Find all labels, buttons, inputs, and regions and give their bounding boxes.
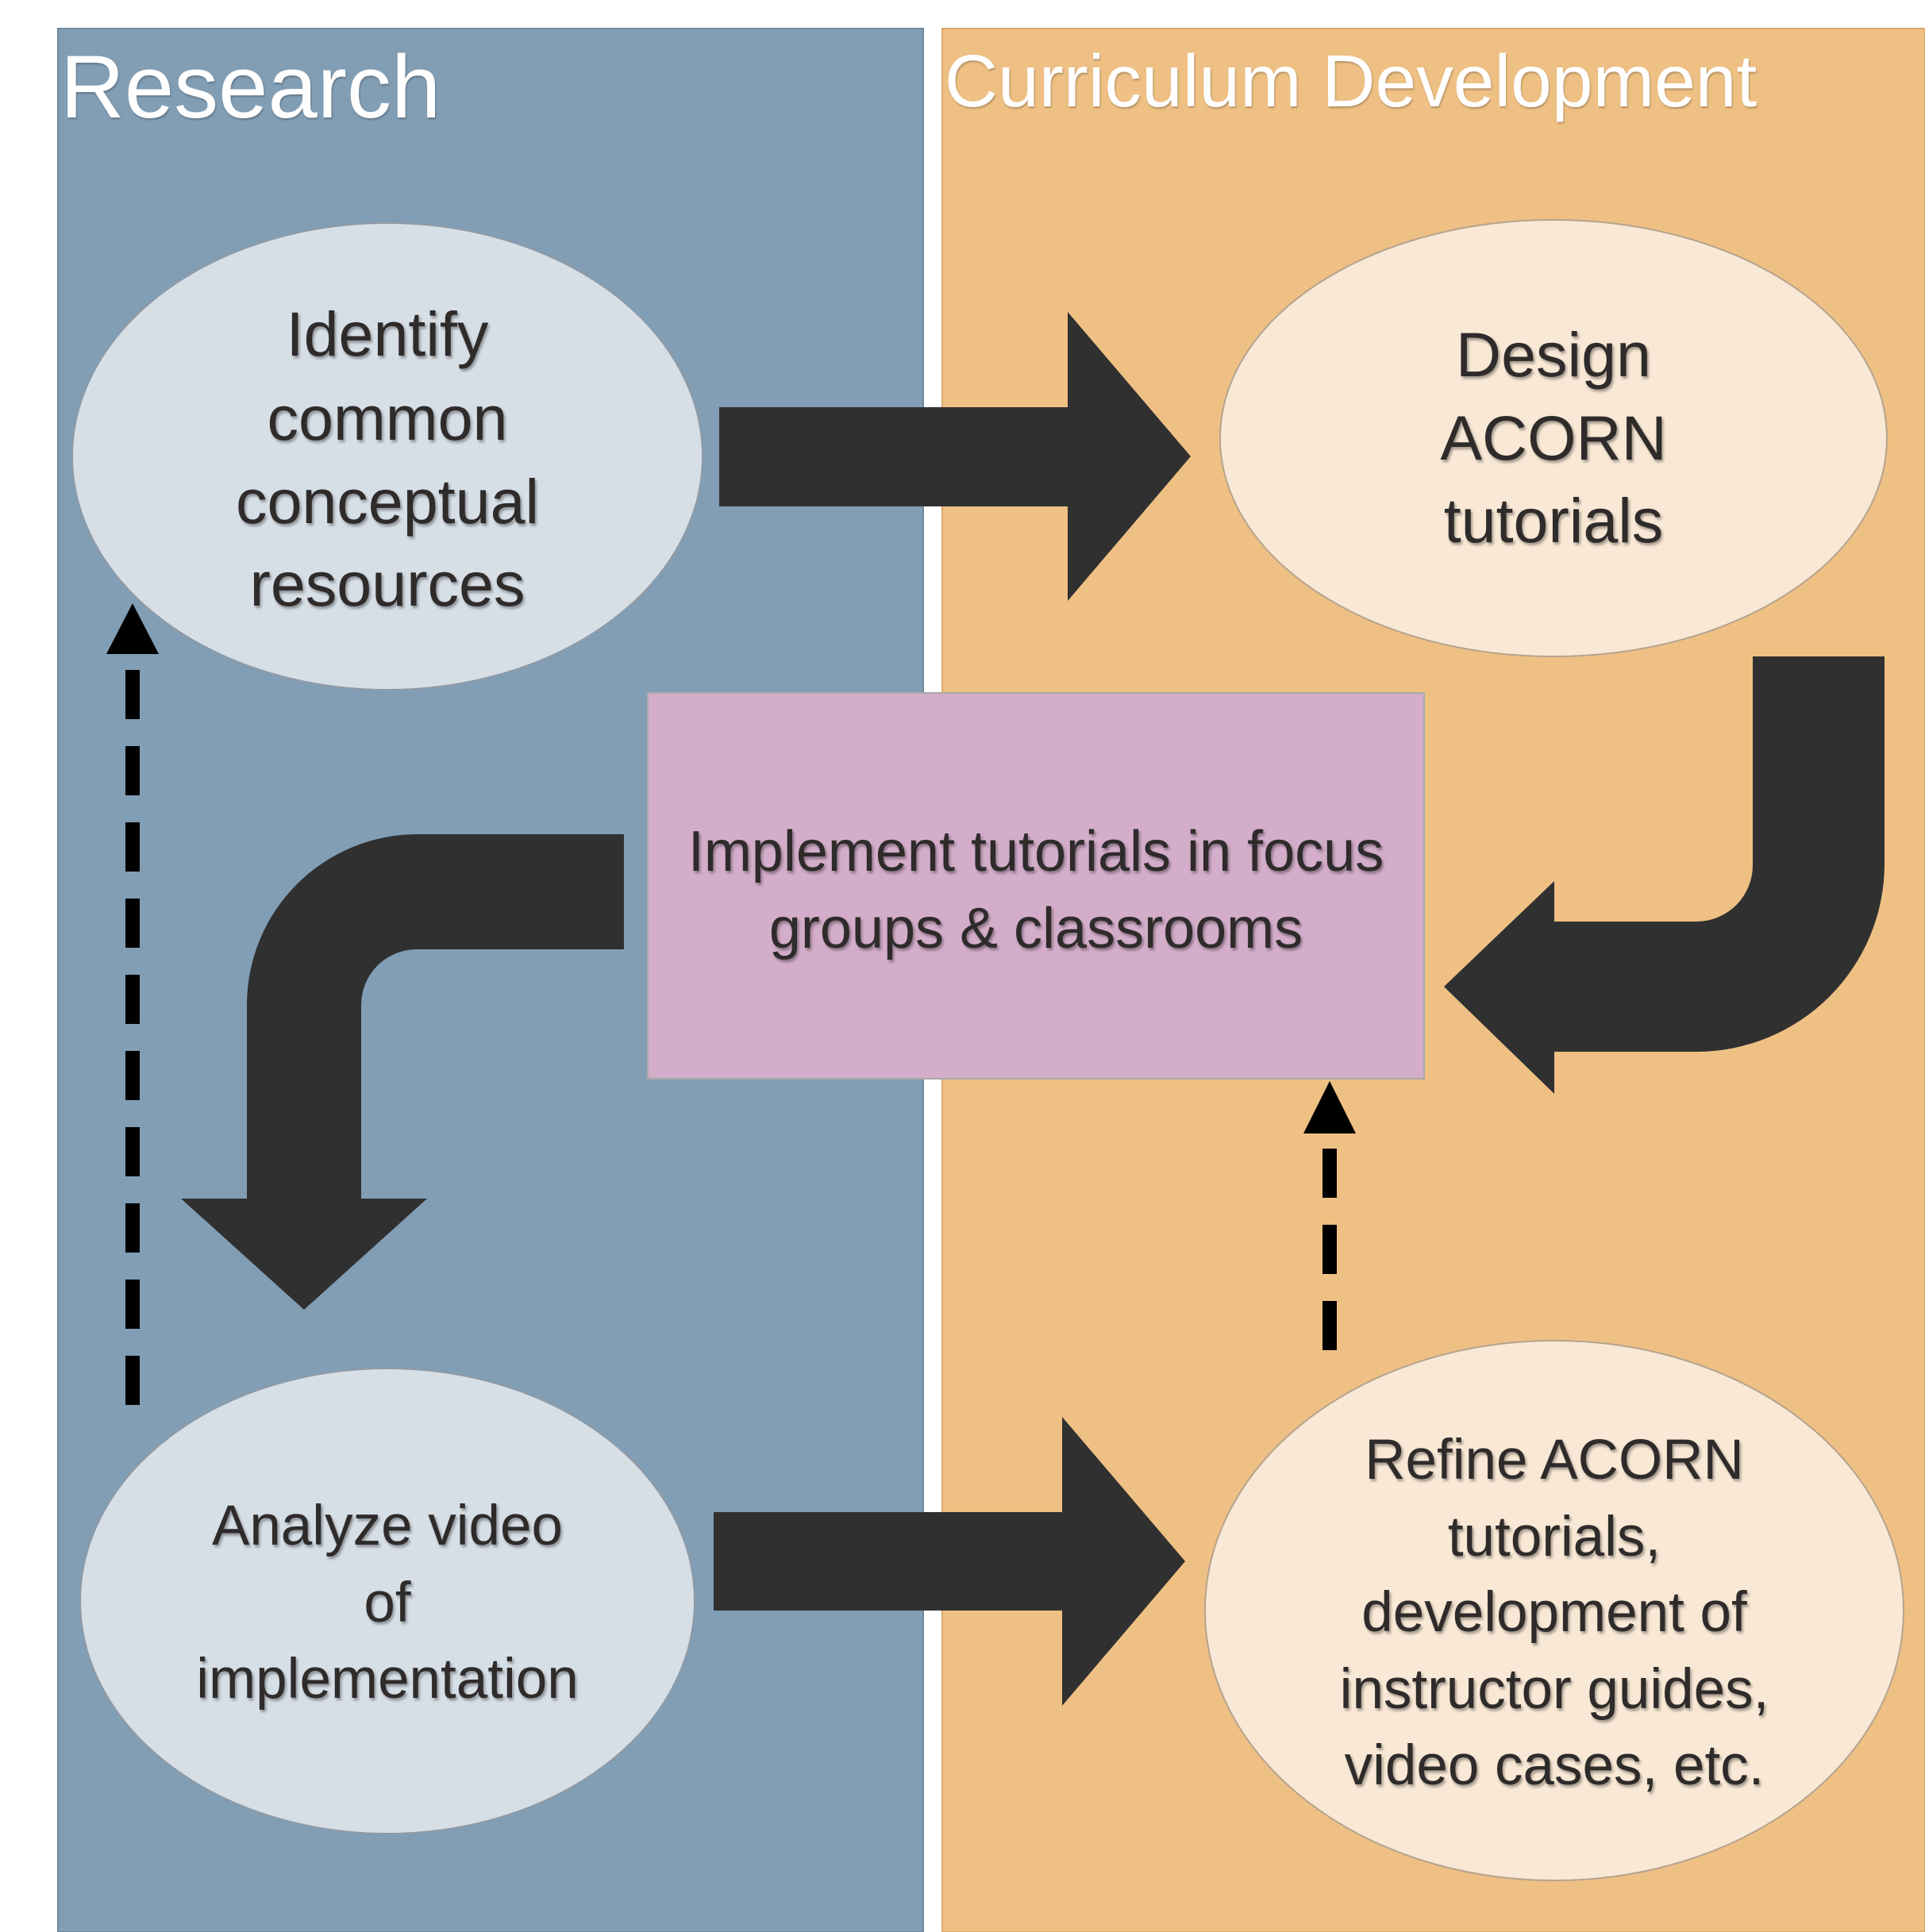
identify-label-line: common [268, 383, 508, 453]
dashed-arrow-refine-to-implement-head [1303, 1081, 1356, 1133]
arrow-implement-to-analyze [181, 834, 624, 1310]
analyze-label: Analyze video of implementation [196, 1495, 578, 1711]
implement-box [647, 692, 1425, 1080]
refine-label-line: instructor guides, [1340, 1658, 1769, 1721]
analyze-label-line: Analyze video [212, 1495, 563, 1557]
refine-label-line: video cases, etc. [1345, 1734, 1765, 1797]
analyze-label-line: of [364, 1572, 410, 1634]
design-ellipse [1219, 219, 1888, 657]
refine-label: Refine ACORN tutorials, development of i… [1340, 1429, 1769, 1797]
arrow-analyze-to-refine [714, 1417, 1185, 1706]
identify-label-line: Identify [287, 298, 489, 369]
identify-ellipse [71, 222, 703, 691]
refine-ellipse [1204, 1340, 1904, 1881]
arrow-identify-to-design [719, 312, 1191, 601]
implement-label-line: Implement tutorials in focus [688, 820, 1384, 883]
implement-label: Implement tutorials in focus groups & cl… [688, 820, 1384, 960]
analyze-ellipse [79, 1368, 695, 1834]
identify-label-line: resources [250, 548, 526, 619]
analyze-label-line: implementation [196, 1648, 578, 1711]
design-label-line: ACORN [1440, 402, 1666, 473]
research-lane-title: Research [60, 37, 441, 137]
identify-label: Identify common conceptual resources [236, 298, 539, 619]
design-label: Design ACORN tutorials [1440, 319, 1666, 556]
dashed-arrow-analyze-to-identify-head [106, 603, 159, 654]
refine-label-line: tutorials, [1448, 1506, 1661, 1568]
implement-label-line: groups & classrooms [769, 897, 1303, 960]
refine-label-line: Refine ACORN [1365, 1429, 1743, 1491]
design-label-line: tutorials [1444, 485, 1664, 556]
curriculum-lane-title: Curriculum Development [945, 40, 1758, 122]
refine-label-line: development of [1361, 1581, 1747, 1644]
design-label-line: Design [1456, 319, 1651, 390]
identify-label-line: conceptual [236, 466, 539, 537]
arrow-design-to-implement [1444, 656, 1885, 1094]
